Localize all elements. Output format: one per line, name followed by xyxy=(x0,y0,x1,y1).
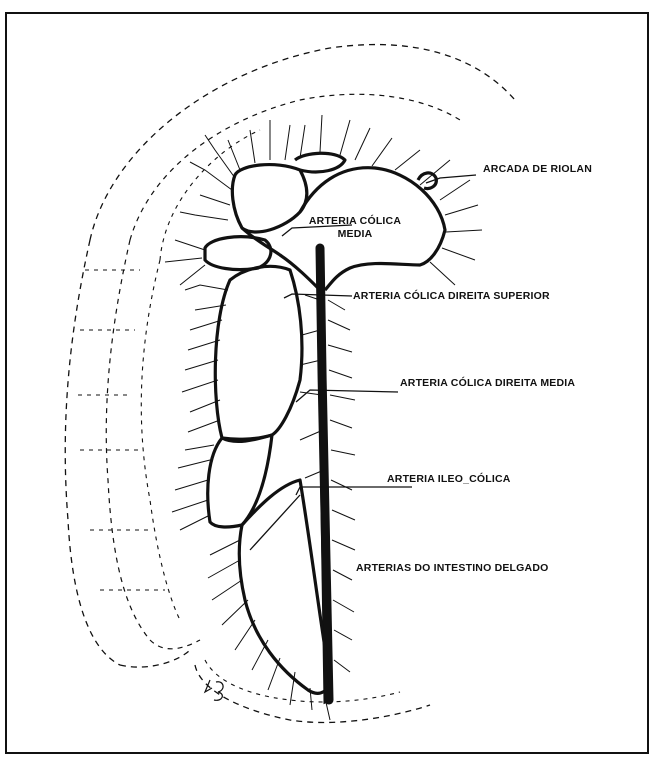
label-arteria-colica-direita-media: ARTERIA CÓLICA DIREITA MEDIA xyxy=(400,377,575,389)
arcade-transverse-2 xyxy=(295,153,345,172)
arcade-cecal xyxy=(208,435,272,527)
label-arterias-do-intestino-delgado: ARTERIAS DO INTESTINO DELGADO xyxy=(356,562,548,574)
label-arteria-ileo-colica: ARTERIA ILEO_CÓLICA xyxy=(387,473,511,485)
pointer-colica-direita-media xyxy=(296,390,398,402)
label-arteria-colica-media-line2: MEDIA xyxy=(305,228,405,240)
label-arteria-colica-direita-superior: ARTERIA CÓLICA DIREITA SUPERIOR xyxy=(353,290,550,302)
signature-mark xyxy=(205,680,223,700)
pointer-ileo-colica xyxy=(296,487,412,495)
pointer-intestino-delgado xyxy=(250,495,300,550)
label-arcada-de-riolan: ARCADA DE RIOLAN xyxy=(483,163,592,175)
label-arteria-colica-media-line1: ARTERIA CÓLICA xyxy=(305,215,405,227)
arcade-ascending xyxy=(215,266,302,439)
arcade-transverse-1 xyxy=(232,165,306,232)
